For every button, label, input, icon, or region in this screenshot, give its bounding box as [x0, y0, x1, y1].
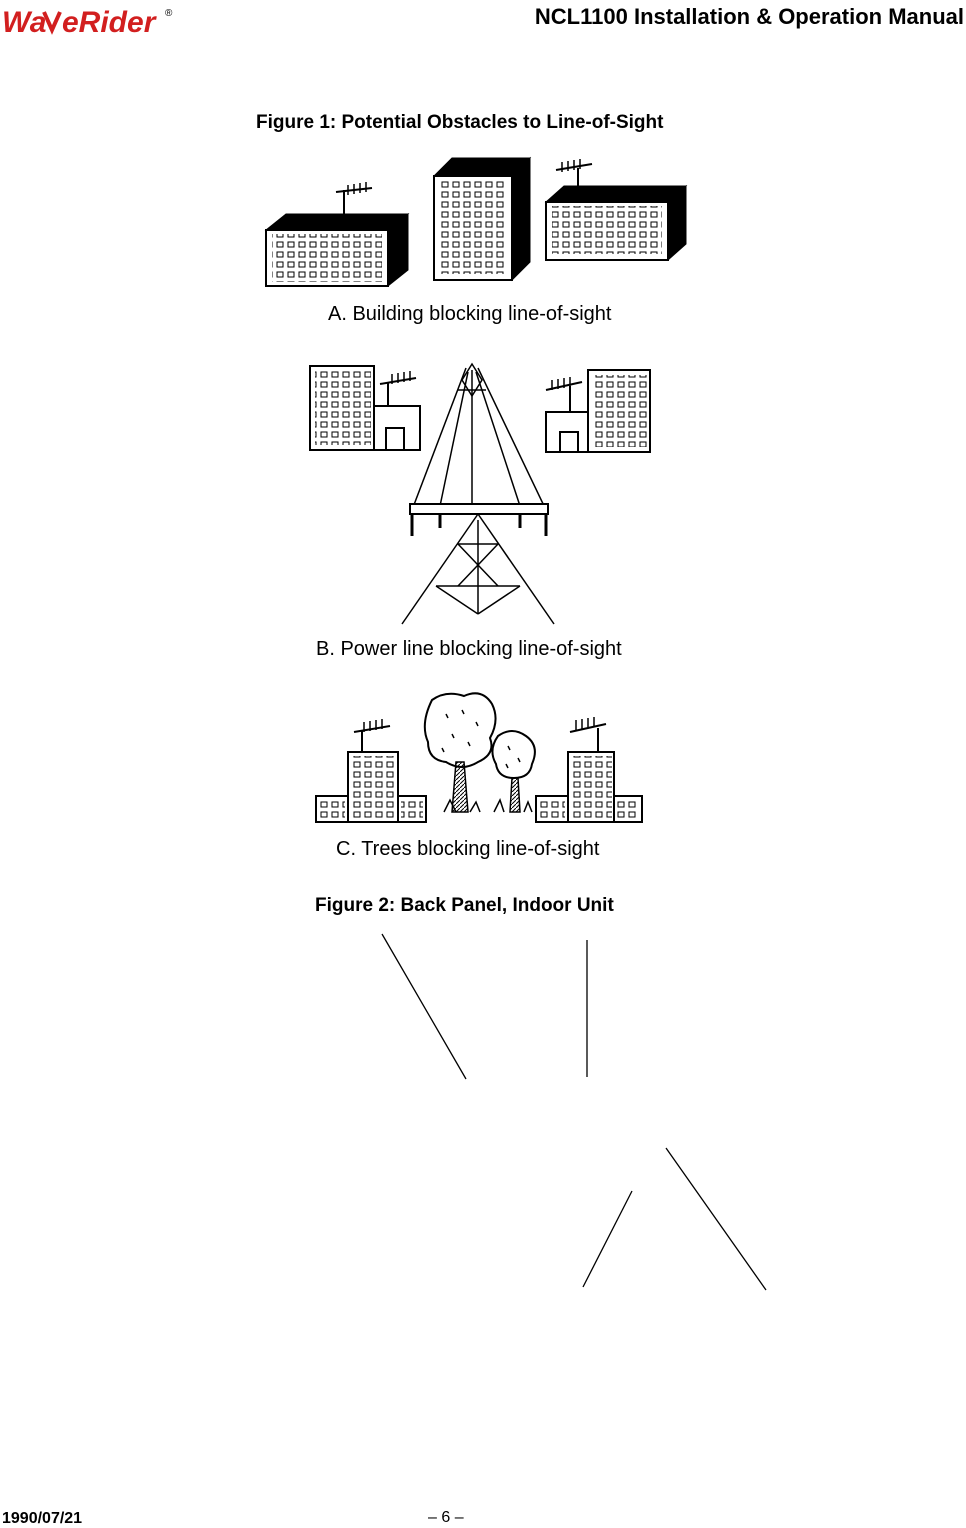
- callout-line-3: [582, 1190, 633, 1288]
- panel-a-label: A. Building blocking line-of-sight: [328, 303, 612, 325]
- footer-date: 1990/07/21: [2, 1510, 83, 1527]
- document-title: NCL1100 Installation & Operation Manual: [534, 4, 964, 29]
- svg-text:®: ®: [165, 8, 173, 19]
- svg-text:eRider: eRider: [62, 6, 158, 38]
- panel-c-label: C. Trees blocking line-of-sight: [336, 838, 600, 860]
- figure-2-caption: Figure 2: Back Panel, Indoor Unit: [315, 895, 614, 916]
- panel-b-power-line: [309, 362, 651, 625]
- figure-2-callout-lines: [381, 933, 767, 1291]
- panel-c-trees: [315, 692, 643, 823]
- waverider-logo: Wa eRider ®: [2, 6, 173, 38]
- figure-1-caption: Figure 1: Potential Obstacles to Line-of…: [256, 112, 664, 133]
- page-number: – 6 –: [428, 1509, 464, 1526]
- panel-a-buildings: [264, 156, 688, 288]
- callout-line-1: [381, 933, 467, 1080]
- callout-line-4: [665, 1147, 767, 1291]
- panel-b-label: B. Power line blocking line-of-sight: [316, 638, 622, 660]
- svg-text:Wa: Wa: [2, 6, 46, 38]
